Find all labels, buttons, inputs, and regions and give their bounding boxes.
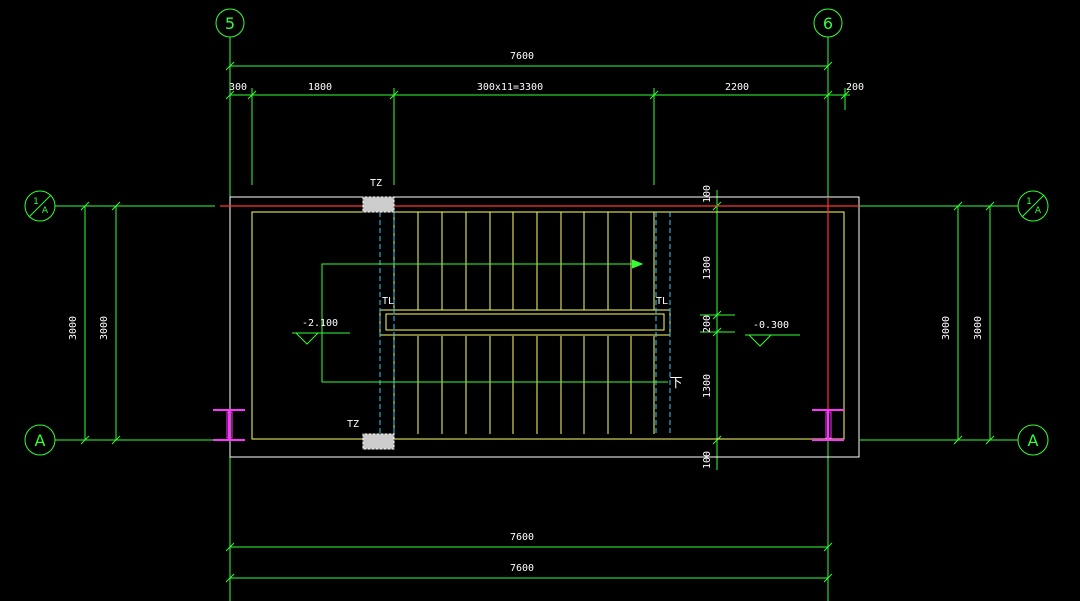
axis-bubble-5: 5 (215, 8, 245, 38)
dim-v-200: 200 (702, 315, 713, 333)
stair-well (379, 309, 671, 336)
label-tl-left: TL (382, 296, 394, 307)
steel-column-left (213, 409, 245, 441)
axis-bubble-1a-right: 1 A (1017, 190, 1049, 222)
label-tz-top: TZ (370, 178, 382, 189)
walking-arrow (321, 259, 668, 383)
dim-top-200: 200 (846, 82, 864, 93)
dim-right-inner: 3000 (941, 316, 952, 340)
axis-label-1-right: 1 (1026, 197, 1032, 207)
dim-v-1300-top: 1300 (702, 256, 713, 280)
stair-column-bottom (362, 433, 395, 450)
axis-bubble-a-left: A (24, 424, 56, 456)
label-tz-bottom: TZ (347, 419, 359, 430)
dim-right-outer: 3000 (973, 316, 984, 340)
dim-top-2200: 2200 (725, 82, 749, 93)
grid-lines (55, 37, 1018, 601)
top-dimension-total (225, 61, 833, 71)
label-tl-right: TL (656, 296, 668, 307)
dim-left-outer: 3000 (68, 316, 79, 340)
dim-top-1800: 1800 (308, 82, 332, 93)
left-dimensions (80, 201, 121, 445)
axis-label-5: 5 (225, 14, 235, 33)
axis-bubble-a-right: A (1017, 424, 1049, 456)
stair-beam-dashed (379, 212, 671, 434)
dim-top-total: 7600 (510, 51, 534, 62)
level-right-text: -0.300 (753, 320, 789, 331)
top-dimension-chain (225, 88, 850, 185)
stair-treads-lower (393, 336, 655, 434)
dim-bottom-total-2: 7600 (510, 563, 534, 574)
axis-label-1-left: 1 (33, 197, 39, 207)
stair-treads-upper (393, 212, 655, 310)
dim-v-1300-bottom: 1300 (702, 374, 713, 398)
dim-v-100-bottom: 100 (702, 451, 713, 469)
bottom-dimensions (225, 542, 833, 583)
dim-top-300: 300 (229, 82, 247, 93)
dim-v-100-top: 100 (702, 185, 713, 203)
level-marker-right (745, 334, 800, 347)
label-down: 下 (669, 376, 682, 391)
dim-top-stairs: 300x11=3300 (477, 82, 543, 93)
stair-column-top (362, 196, 395, 213)
dim-bottom-total-1: 7600 (510, 532, 534, 543)
axis-label-6: 6 (823, 14, 833, 33)
axis-label-a-left: A (35, 431, 46, 450)
steel-column-right (812, 409, 844, 441)
level-left-text: -2.100 (302, 318, 338, 329)
axis-label-a-left-top: A (42, 206, 49, 216)
axis-bubble-1a-left: 1 A (24, 190, 56, 222)
outer-wall (229, 196, 860, 458)
axis-bubble-6: 6 (813, 8, 843, 38)
level-marker-left (292, 332, 350, 345)
dim-left-inner: 3000 (99, 316, 110, 340)
axis-label-a-right-top: A (1035, 206, 1042, 216)
right-dimensions (953, 201, 995, 445)
axis-label-a-right: A (1028, 431, 1039, 450)
